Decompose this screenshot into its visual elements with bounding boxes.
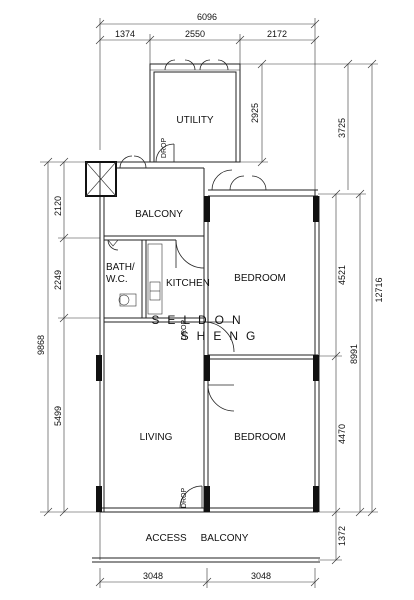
watermark-line2: SHENG	[181, 329, 264, 343]
structural-columns	[96, 196, 319, 512]
top-dimension-lines	[95, 18, 320, 190]
dim-right-total: 12716	[374, 277, 384, 302]
room-bedroom-upper: BEDROOM	[234, 273, 286, 284]
room-kitchen: KITCHEN	[166, 278, 210, 289]
room-bath-line2: W.C.	[106, 274, 128, 285]
dim-left-balcony: 2120	[53, 196, 63, 216]
room-bath-line1: BATH/	[106, 262, 135, 273]
room-access-balcony: ACCESS BALCONY	[146, 533, 249, 544]
dim-top-c: 2172	[267, 29, 287, 39]
dim-bottom-right: 3048	[251, 571, 271, 581]
room-bedroom-lower: BEDROOM	[234, 432, 286, 443]
bottom-dimension-lines	[95, 568, 320, 588]
interior-doors	[107, 239, 235, 509]
dim-left-total: 9868	[36, 335, 46, 355]
dim-right-mid: 8991	[349, 344, 359, 364]
dim-top-total: 6096	[197, 12, 217, 22]
dim-right-bedroom1: 4521	[337, 265, 347, 285]
room-balcony: BALCONY	[135, 209, 183, 220]
walls	[85, 155, 320, 563]
room-utility: UTILITY	[176, 115, 214, 126]
tag-drop-kitchen: DROP	[181, 320, 188, 341]
dim-right-upper: 3725	[337, 118, 347, 138]
room-living: LIVING	[140, 432, 173, 443]
right-dimension-lines	[240, 59, 378, 565]
left-dimension-lines	[40, 157, 100, 517]
dim-left-living: 5499	[53, 406, 63, 426]
tag-drop-living: DROP	[181, 488, 188, 509]
tag-drop-utility: DROP	[161, 138, 168, 159]
dim-bottom-left: 3048	[143, 571, 163, 581]
dim-top-b: 2550	[185, 29, 205, 39]
dim-top-a: 1374	[115, 29, 135, 39]
dim-right-access: 1372	[337, 526, 347, 546]
watermark-line1: SELDON	[151, 313, 248, 327]
dim-right-bedroom2: 4470	[337, 424, 347, 444]
dim-left-bath: 2249	[53, 270, 63, 290]
dim-right-utility: 2925	[250, 103, 260, 123]
